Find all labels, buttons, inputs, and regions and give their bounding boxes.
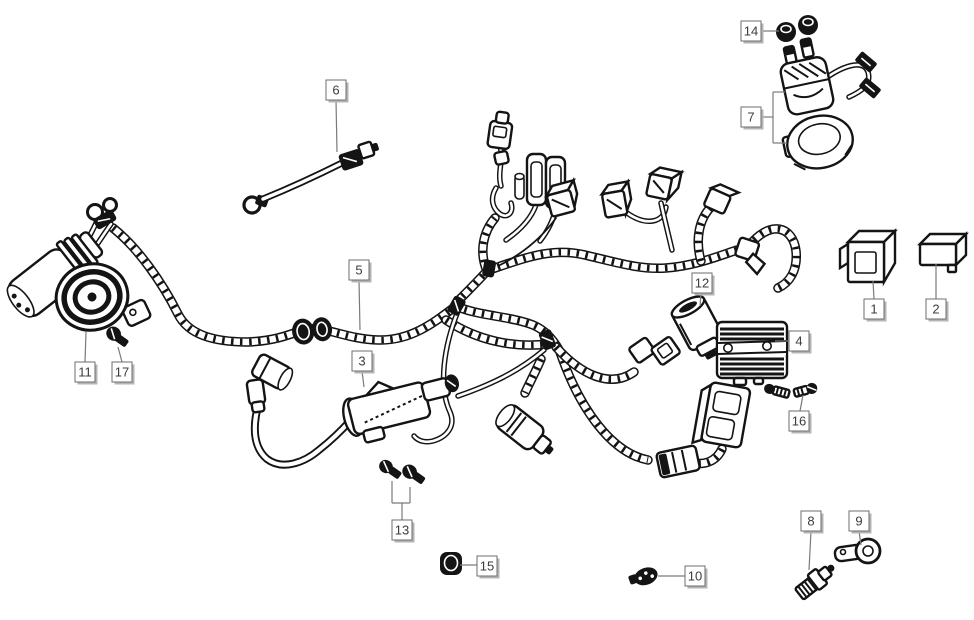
callout-14: 14 [740,20,779,44]
callout-10-label: 10 [688,569,702,584]
callout-5: 5 [348,259,372,331]
harness-end-connector [655,444,701,479]
relay-rubber-mount [781,114,854,171]
callout-6-label: 6 [332,83,339,98]
callout-1-box[interactable] [863,298,885,320]
leader-line [361,370,365,388]
callout-4: 4 [775,330,812,354]
callout-13: 13 [391,481,415,543]
support-bracket [833,537,882,565]
callout-17: 17 [111,346,135,385]
harness-connector [645,166,685,205]
callout-1: 1 [863,280,887,322]
callout-10-box[interactable] [684,565,706,587]
callout-17-box[interactable] [111,361,133,383]
harness-connector [544,177,579,218]
callout-9-box[interactable] [848,510,870,532]
callout-2-label: 2 [932,302,939,317]
horn-screw [106,326,129,347]
starter-relay [779,37,881,116]
callout-9: 9 [848,510,872,546]
callout-14-box[interactable] [740,20,762,42]
callout-8-box[interactable] [800,510,822,532]
harness-connector [599,178,633,220]
horn [54,262,130,332]
tape-wrap [447,259,556,351]
callout-5-label: 5 [355,263,362,278]
callout-12-label: 12 [695,276,709,291]
callout-7: 7 [740,91,787,144]
callout-15-label: 15 [480,559,494,574]
callout-3: 3 [351,350,375,388]
grommet [440,552,462,575]
inline-connector [292,317,333,345]
leader-line [117,346,123,363]
callout-7-box[interactable] [740,106,762,128]
horn-bracket [121,298,152,327]
leader-line [84,331,87,363]
callout-2-box[interactable] [925,298,947,320]
callout-2: 2 [925,264,949,322]
harness-connector [703,183,742,215]
harness-end-connector [734,236,767,276]
callout-12-box[interactable] [691,272,713,294]
callout-16-box[interactable] [788,410,810,432]
callout-4-box[interactable] [788,330,810,352]
bulb-sensor [628,567,658,586]
multi-pin-connector [691,381,752,449]
small-module-box [917,231,969,274]
flasher-relay [670,295,723,360]
callout-6: 6 [325,79,349,153]
callout-4-label: 4 [795,334,802,349]
callout-3-box[interactable] [351,350,373,372]
fuse-lead-strip [486,110,515,219]
callout-6-box[interactable] [325,79,347,101]
callout-11-label: 11 [78,365,92,380]
callout-8: 8 [800,510,824,571]
callout-11: 11 [74,331,98,385]
callout-13-label: 13 [395,523,409,538]
wiring-harness [113,110,796,479]
callout-3-label: 3 [358,354,365,369]
leader-line [808,530,812,571]
voltage-regulator [715,320,789,387]
condenser [495,403,554,455]
callout-10: 10 [658,565,708,589]
callout-11-box[interactable] [74,361,96,383]
leader-line [799,394,804,412]
callout-17-label: 17 [115,365,129,380]
callout-5-box[interactable] [348,259,370,281]
mounting-screws [379,459,426,484]
callout-7-label: 7 [747,110,754,125]
leader-line [358,279,361,331]
coil-body [342,374,459,444]
ignition-coil [245,353,459,465]
cap-nuts [776,15,818,42]
callout-14-label: 14 [744,24,758,39]
leader-line [335,99,338,153]
callout-8-label: 8 [807,514,814,529]
callout-13-box[interactable] [391,519,413,541]
bolts [764,382,818,399]
callout-16-label: 16 [792,414,806,429]
callout-9-label: 9 [855,514,862,529]
callout-15-box[interactable] [476,555,498,577]
callout-12: 12 [691,272,715,307]
relay-box [838,228,898,287]
starter-cable [242,140,379,215]
branch-connector-pair [628,336,681,366]
callout-16: 16 [788,394,812,434]
leader-line [872,280,875,300]
callout-1-label: 1 [870,302,877,317]
callout-15: 15 [460,555,500,579]
oil-pressure-switch [794,564,835,601]
